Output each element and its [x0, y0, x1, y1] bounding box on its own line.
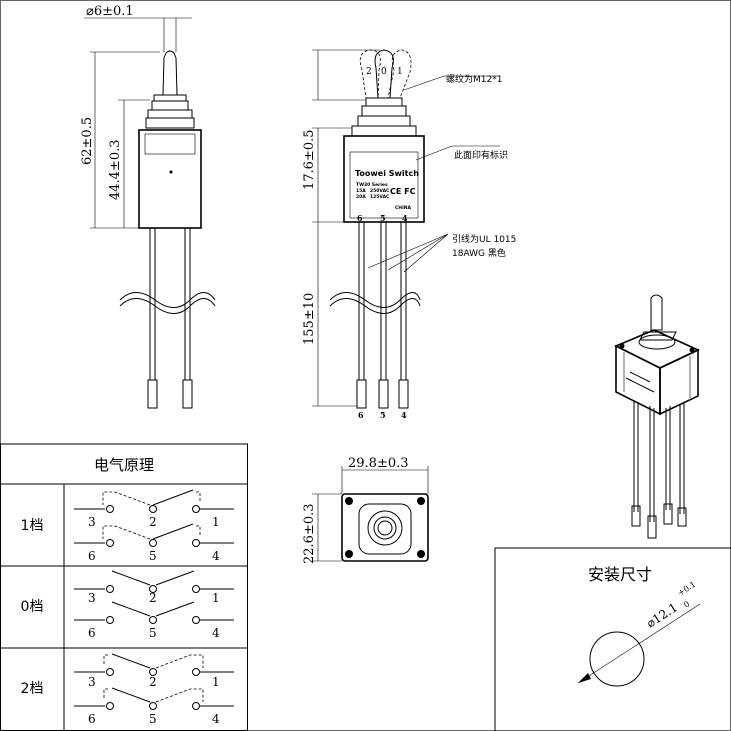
dim-top-height: 17.6±0.5 [302, 129, 317, 190]
row-label-1: 1档 [21, 518, 44, 534]
front-view [84, 17, 216, 409]
body-origin: CHINA [395, 205, 412, 211]
isometric-view [614, 294, 700, 539]
body-rating-2a: 20A [356, 194, 366, 200]
side-pin-5: 5 [380, 213, 386, 223]
body-brand: Toowei Switch [355, 169, 419, 178]
dim-body-height: 44.4±0.3 [108, 139, 123, 200]
body-rating-1b: 250VAC [370, 188, 390, 194]
r1-t1: 1 [212, 515, 220, 529]
body-cert: CE FC [390, 187, 416, 196]
callout-thread: 螺纹为M12*1 [446, 73, 502, 85]
side-pin-6: 6 [357, 213, 363, 223]
r0-t4: 4 [212, 626, 220, 640]
side-view [312, 49, 500, 409]
r2-t6: 6 [88, 712, 96, 726]
dim-depth: 22.6±0.3 [302, 503, 317, 564]
lead-end-5: 5 [380, 410, 386, 420]
mounting-tol-upper: +0.1 [676, 580, 697, 598]
side-pin-4: 4 [402, 213, 408, 223]
mounting-tol-lower: 0 [682, 599, 691, 609]
mounting-hole-dim: ⌀12.1 [644, 600, 680, 630]
lead-end-6: 6 [358, 410, 364, 420]
r1-t3: 3 [88, 515, 96, 529]
pos-label-2: 2 [366, 67, 372, 77]
r2-t2: 2 [149, 675, 157, 689]
lead-end-4: 4 [401, 410, 407, 420]
dim-lead-length: 155±10 [302, 293, 317, 345]
body-rating-1a: 15A [356, 188, 366, 194]
row-label-0: 0档 [21, 599, 44, 615]
r2-t5: 5 [149, 712, 157, 726]
dim-handle-diameter: ⌀6±0.1 [86, 4, 134, 19]
r1-t2: 2 [149, 515, 157, 529]
r0-t5: 5 [149, 626, 157, 640]
r0-t6: 6 [88, 626, 96, 640]
mounting-title: 安装尺寸 [588, 565, 652, 584]
pos-label-1: 1 [397, 67, 403, 77]
r1-t6: 6 [88, 549, 96, 563]
r2-t4: 4 [212, 712, 220, 726]
schematic-row-0 [74, 570, 234, 624]
mounting-box [494, 547, 731, 731]
body-rating-2b: 125VAC [370, 194, 390, 200]
r0-t3: 3 [88, 591, 96, 605]
schematic-title: 电气原理 [94, 456, 154, 474]
schematic-row-1 [74, 489, 234, 547]
callout-leads-1: 引线为UL 1015 [452, 233, 516, 245]
r1-t5: 5 [149, 549, 157, 563]
r0-t2: 2 [149, 591, 157, 605]
pos-label-0: 0 [381, 67, 387, 77]
body-series: TW30 Series [356, 182, 388, 188]
r0-t1: 1 [212, 591, 220, 605]
r2-t3: 3 [88, 675, 96, 689]
r2-t1: 1 [212, 675, 220, 689]
row-label-2: 2档 [21, 681, 44, 697]
dim-total-height: 62±0.5 [80, 117, 95, 165]
bottom-view [312, 466, 429, 562]
callout-leads-2: 18AWG 黑色 [452, 247, 506, 259]
dim-width: 29.8±0.3 [348, 456, 409, 471]
callout-marking: 此面印有标识 [454, 149, 508, 161]
schematic-row-2 [74, 653, 234, 710]
r1-t4: 4 [212, 549, 220, 563]
